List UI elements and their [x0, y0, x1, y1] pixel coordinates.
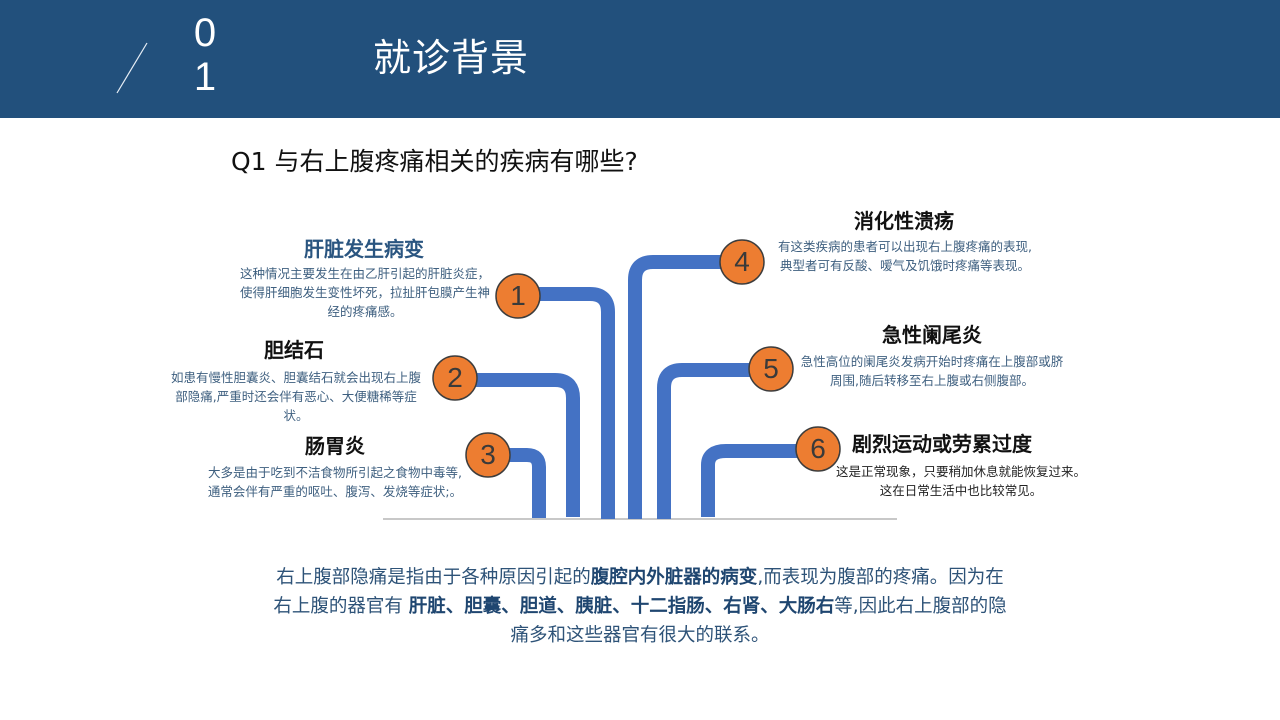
- number-circle-4: [719, 239, 765, 285]
- number-circle-2: [432, 355, 478, 401]
- pipe-6: [701, 444, 818, 517]
- summary-text-2: ,而表现为腹部的疼痛。因为在右上腹的器官有: [273, 567, 1004, 617]
- circle-number-2: 2: [447, 362, 463, 393]
- summary-bold-1: 腹腔内外脏器的病变: [590, 567, 758, 588]
- circle-number-4: 4: [734, 246, 750, 277]
- section-number-bottom: 1: [193, 55, 217, 99]
- circle-number-6: 6: [810, 433, 826, 464]
- header-bar: 0 1 就诊背景: [0, 0, 1280, 118]
- item-title-6: 剧烈运动或劳累过度: [852, 432, 1032, 456]
- circle-number-3: 3: [480, 439, 496, 470]
- summary-paragraph: 右上腹部隐痛是指由于各种原因引起的腹腔内外脏器的病变,而表现为腹部的疼痛。因为在…: [270, 563, 1010, 650]
- item-desc-5: 急性高位的阑尾炎发病开始时疼痛在上腹部或脐周围,随后转移至右上腹或右侧腹部。: [800, 354, 1064, 388]
- page-title: 就诊背景: [373, 36, 530, 80]
- item-desc-3: 大多是由于吃到不洁食物所引起之食物中毒等,通常会伴有严重的呕吐、腹泻、发烧等症状…: [207, 465, 463, 499]
- item-desc-2: 如患有慢性胆囊炎、胆囊结石就会出现右上腹部隐痛,严重时还会伴有恶心、大便糖稀等症…: [170, 370, 421, 423]
- pipe-2: [455, 373, 580, 517]
- circle-number-1: 1: [510, 280, 526, 311]
- item-title-1: 肝脏发生病变: [304, 237, 424, 261]
- item-desc-4: 有这类疾病的患者可以出现右上腹疼痛的表现,典型者可有反酸、嗳气及饥饿时疼痛等表现…: [778, 239, 1032, 273]
- question-heading: Q1 与右上腹疼痛相关的疾病有哪些?: [231, 147, 638, 176]
- item-title-4: 消化性溃疡: [854, 209, 954, 233]
- item-desc-1: 这种情况主要发生在由乙肝引起的肝脏炎症，使得肝细胞发生变性坏死，拉扯肝包膜产生神…: [239, 266, 490, 319]
- item-title-3: 肠胃炎: [305, 434, 365, 458]
- item-desc-6: 这是正常现象，只要稍加休息就能恢复过来。这在日常生活中也比较常见。: [835, 464, 1086, 498]
- number-circle-5: [748, 346, 794, 392]
- item-title-5: 急性阑尾炎: [882, 323, 982, 347]
- pipe-5: [657, 363, 771, 519]
- section-number-top: 0: [193, 11, 217, 55]
- summary-bold-2: 肝脏、胆囊、胆道、胰脏、十二指肠、右肾、大肠右: [408, 596, 835, 617]
- circle-number-5: 5: [763, 353, 779, 384]
- number-circle-1: [495, 273, 541, 319]
- number-circle-3: [465, 432, 511, 478]
- number-circle-6: [795, 426, 841, 472]
- slash-decoration-icon: [116, 42, 148, 94]
- summary-text-3: 等,因此右上腹部的隐痛多和这些器官有很大的联系。: [510, 596, 1007, 646]
- pipe-1: [518, 287, 615, 519]
- item-title-2: 胆结石: [264, 338, 324, 362]
- pipe-3: [488, 448, 546, 518]
- pipe-4: [628, 255, 742, 519]
- summary-text-1: 右上腹部隐痛是指由于各种原因引起的: [276, 567, 591, 588]
